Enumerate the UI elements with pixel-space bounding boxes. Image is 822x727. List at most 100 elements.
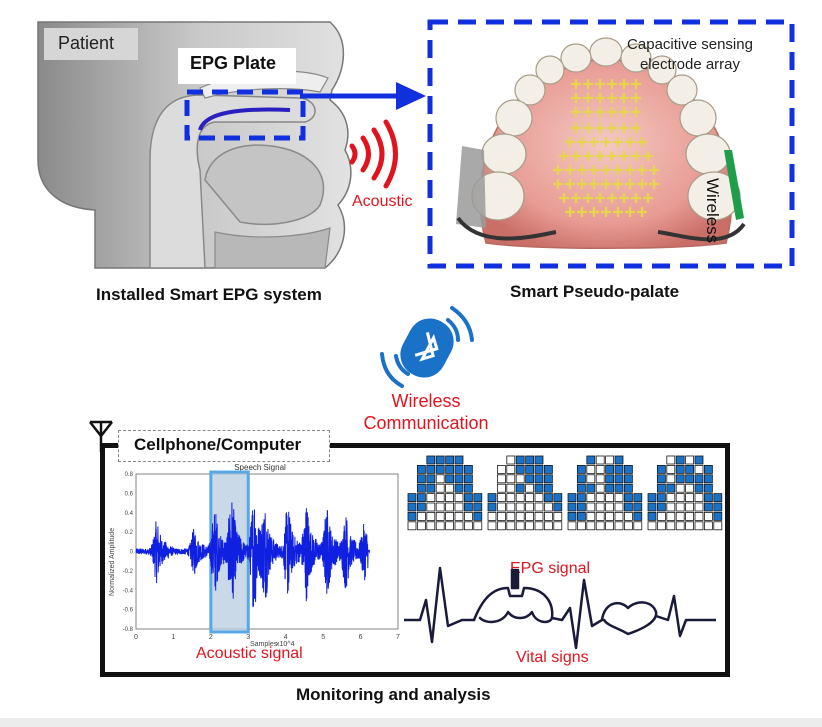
epg-cell <box>525 483 534 493</box>
epg-cell <box>407 521 417 531</box>
epg-cell <box>666 493 676 502</box>
bluetooth-icon <box>380 306 474 388</box>
epg-cell <box>515 464 525 474</box>
epg-cell <box>685 521 695 531</box>
epg-cell <box>713 512 723 521</box>
epg-cell <box>534 464 544 474</box>
epg-cell <box>454 512 464 521</box>
epg-cell <box>506 502 516 512</box>
speech-plot-xlabel: Samples <box>250 641 278 648</box>
sensing-label: Capacitive sensing electrode array <box>608 35 772 75</box>
epg-cell <box>416 502 426 512</box>
epg-cell <box>407 493 417 502</box>
epg-cell <box>694 512 704 521</box>
epg-cell <box>647 521 657 531</box>
epg-cell <box>454 502 464 512</box>
epg-cell <box>675 464 685 474</box>
epg-cell <box>506 483 516 493</box>
epg-cell <box>605 512 615 521</box>
y-tick-label: 0 <box>130 550 134 556</box>
epg-cell <box>703 474 713 484</box>
y-tick-label: 0.6 <box>125 491 134 497</box>
wire <box>456 216 557 241</box>
epg-cell <box>487 512 497 521</box>
epg-plate-label-box <box>178 48 296 84</box>
epg-cell <box>445 483 454 493</box>
epg-cell <box>703 464 713 474</box>
epg-cell <box>454 493 464 502</box>
wireless-comm-line2: Communication <box>363 413 489 433</box>
epg-cell <box>416 493 426 502</box>
epg-cell <box>703 502 713 512</box>
epg-cell <box>576 512 586 521</box>
epg-cell <box>473 493 483 502</box>
epg-cell <box>576 474 586 484</box>
epg-cell <box>407 512 417 521</box>
epg-cell <box>464 521 473 531</box>
epg-cell <box>586 455 596 465</box>
epg-cell <box>543 464 553 474</box>
epg-cell <box>464 483 473 493</box>
patient-label: Patient <box>58 33 115 53</box>
electrode-array <box>553 79 659 217</box>
epg-cell <box>656 512 666 521</box>
sensing-label-line1: Capacitive sensing <box>627 36 753 53</box>
epg-cell <box>586 493 596 502</box>
epg-cell <box>553 502 563 512</box>
epg-cell <box>553 493 563 502</box>
epg-cell <box>623 493 633 502</box>
epg-cell <box>623 502 633 512</box>
epg-cell <box>525 493 534 502</box>
epg-cell <box>576 493 586 502</box>
epg-cell <box>656 474 666 484</box>
epg-cell <box>525 464 534 474</box>
epg-cell <box>497 464 506 474</box>
epg-cell <box>595 474 605 484</box>
epg-cell <box>506 474 516 484</box>
epg-cell <box>426 474 436 484</box>
epg-cell <box>713 493 723 502</box>
acoustic-label: Acoustic <box>352 193 413 210</box>
y-tick-label: 0.4 <box>125 511 134 517</box>
epg-cell <box>543 502 553 512</box>
epg-cell <box>595 455 605 465</box>
epg-cell <box>487 521 497 531</box>
epg-cell <box>464 512 473 521</box>
epg-cell <box>685 493 695 502</box>
epg-cell <box>694 464 704 474</box>
epg-cell <box>633 502 643 512</box>
epg-cell <box>656 483 666 493</box>
y-tick-label: -0.8 <box>123 627 134 633</box>
epg-cell <box>553 521 563 531</box>
epg-cell <box>426 502 436 512</box>
epg-cell <box>666 521 676 531</box>
teeth <box>471 37 741 221</box>
epg-cell <box>525 474 534 484</box>
epg-plate-box <box>184 89 306 141</box>
y-tick-label: 0.2 <box>125 530 134 536</box>
epg-cell <box>454 455 464 465</box>
epg-cell <box>703 493 713 502</box>
heart-shape <box>600 601 658 636</box>
epg-cell <box>487 502 497 512</box>
epg-cell <box>515 521 525 531</box>
epg-cell <box>685 483 695 493</box>
x-tick-label: 3 <box>246 634 250 641</box>
epg-cell <box>675 483 685 493</box>
epg-cell <box>605 483 615 493</box>
epg-cell <box>525 502 534 512</box>
epg-cell <box>666 483 676 493</box>
speech-waveform <box>135 502 371 608</box>
epg-cell <box>464 502 473 512</box>
epg-cell <box>675 455 685 465</box>
monitor-caption: Monitoring and analysis <box>296 685 491 704</box>
epg-cell <box>543 493 553 502</box>
epg-cell <box>713 502 723 512</box>
epg-cell <box>633 521 643 531</box>
epg-cell <box>586 502 596 512</box>
antenna-icon <box>89 420 113 452</box>
epg-cell <box>426 455 436 465</box>
epg-cell <box>633 493 643 502</box>
vital-signs-trace <box>404 566 716 650</box>
epg-cell <box>666 474 676 484</box>
